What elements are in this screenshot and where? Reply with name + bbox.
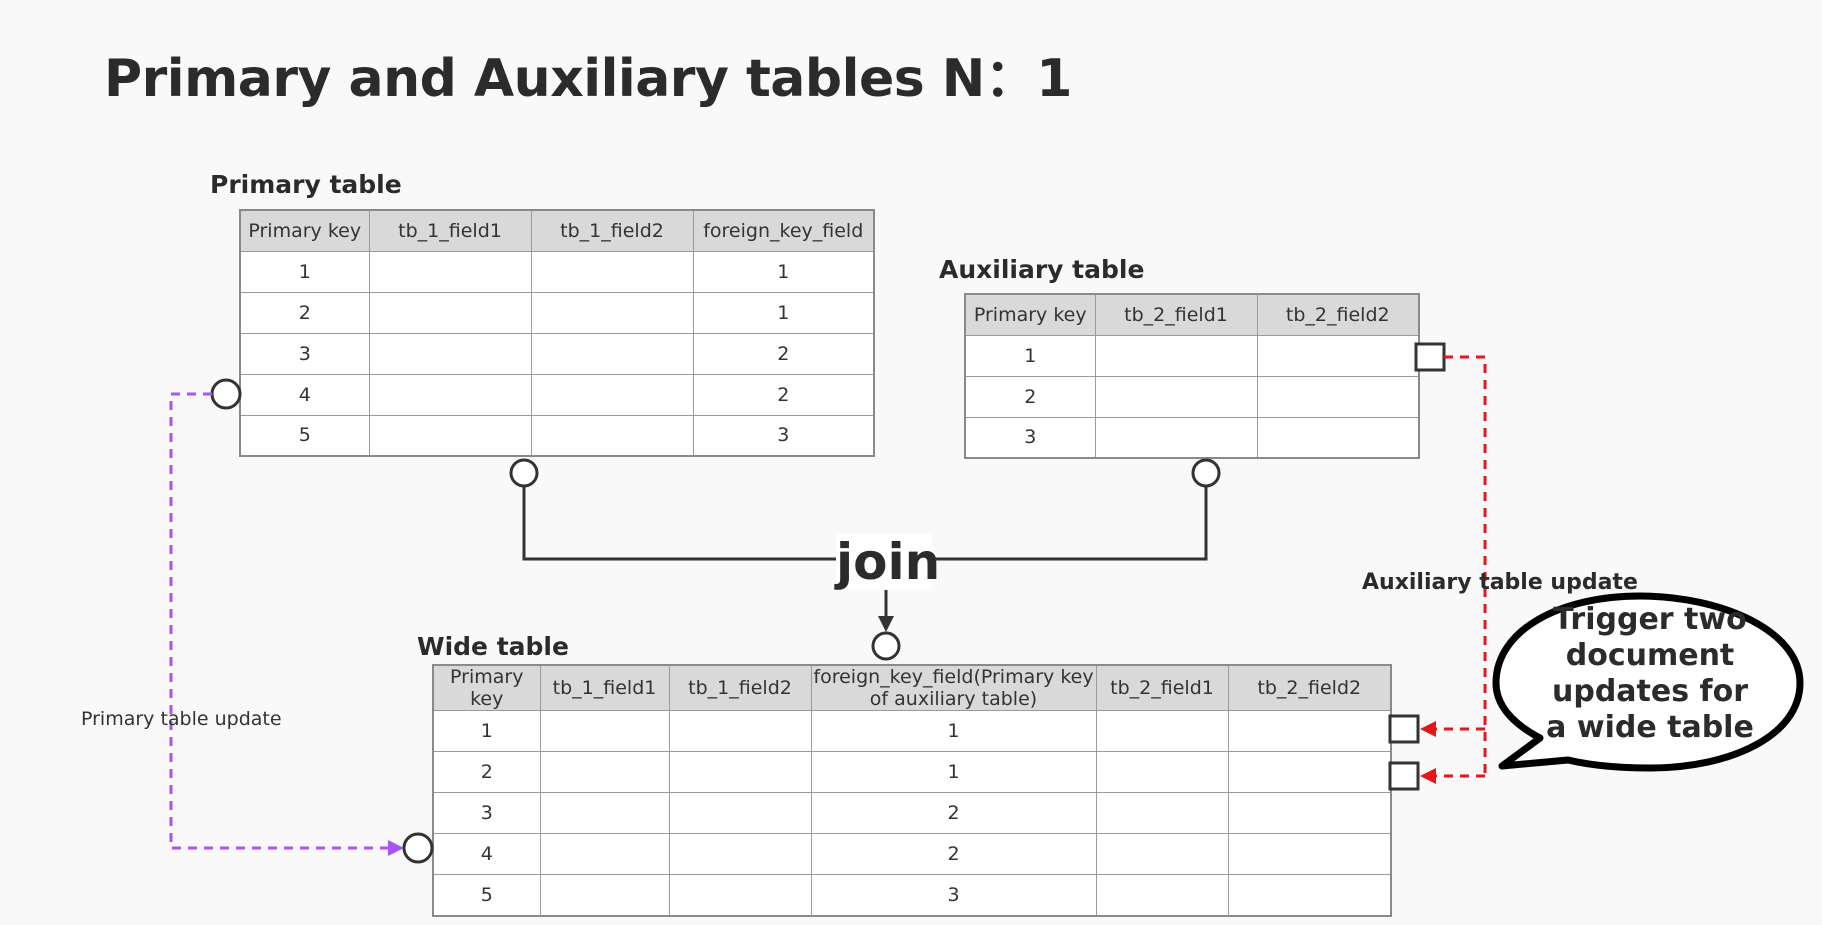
aux-update-connector (1388, 342, 1487, 791)
primary-table-label: Primary table (210, 170, 402, 199)
table-cell (368, 414, 532, 457)
auxiliary-table-label: Auxiliary table (939, 255, 1145, 284)
bubble-text: Trigger two document updates for a wide … (1546, 602, 1754, 745)
table-cell: 1 (692, 250, 875, 293)
table-cell (1227, 792, 1392, 834)
table-cell (530, 332, 694, 375)
table-cell: 5 (432, 874, 541, 916)
aux-update-label: Auxiliary table update (1362, 570, 1638, 595)
table-cell (1256, 416, 1420, 459)
auxiliary-table: Primary key tb_2_field1 tb_2_field2 1 2 … (964, 293, 1420, 459)
column-header: Primary key (964, 293, 1096, 336)
table-cell: 2 (810, 833, 1097, 875)
table-cell (1095, 710, 1229, 752)
table-cell: 3 (432, 792, 541, 834)
table-cell: 3 (239, 332, 370, 375)
column-header: tb_1_field2 (668, 664, 812, 711)
table-cell (530, 250, 694, 293)
column-header: tb_2_field1 (1094, 293, 1258, 336)
table-cell (1095, 833, 1229, 875)
table-cell (1095, 874, 1229, 916)
table-cell (1227, 833, 1392, 875)
wide-table: Primary key tb_1_field1 tb_1_field2 fore… (432, 664, 1392, 917)
table-cell (368, 332, 532, 375)
column-header: foreign_key_field(Primary key of auxilia… (810, 664, 1097, 711)
table-cell: 4 (432, 833, 541, 875)
speech-bubble (1492, 592, 1804, 772)
table-cell (539, 751, 670, 793)
primary-table: Primary key tb_1_field1 tb_1_field2 fore… (239, 209, 875, 457)
table-cell (668, 792, 812, 834)
table-cell (1094, 416, 1258, 459)
table-row: 3 (964, 416, 1420, 459)
table-cell: 2 (239, 291, 370, 334)
join-label: join (836, 533, 941, 591)
table-cell: 2 (692, 373, 875, 416)
primary-update-label: Primary table update (81, 708, 282, 730)
column-header: tb_1_field1 (539, 664, 670, 711)
table-cell (530, 414, 694, 457)
table-cell (1227, 751, 1392, 793)
table-cell: 1 (692, 291, 875, 334)
table-cell (539, 833, 670, 875)
table-cell (668, 874, 812, 916)
table-cell (539, 874, 670, 916)
column-header: Primary key (432, 664, 541, 711)
table-cell (368, 291, 532, 334)
table-cell: 1 (964, 334, 1096, 377)
table-cell (530, 291, 694, 334)
column-header: foreign_key_field (692, 209, 875, 252)
primary-update-connector (169, 378, 434, 864)
table-row: 2 (964, 375, 1420, 418)
table-cell: 3 (810, 874, 1097, 916)
table-cell (539, 792, 670, 834)
column-header: tb_2_field2 (1256, 293, 1420, 336)
table-cell (668, 751, 812, 793)
table-cell (1227, 874, 1392, 916)
table-cell (368, 250, 532, 293)
table-row: 1 (964, 334, 1420, 377)
wide-table-label: Wide table (417, 632, 569, 661)
column-header: tb_1_field2 (530, 209, 694, 252)
column-header: tb_2_field1 (1095, 664, 1229, 711)
page-title: Primary and Auxiliary tables N：1 (104, 49, 1072, 109)
table-cell: 3 (692, 414, 875, 457)
table-cell: 5 (239, 414, 370, 457)
table-cell: 3 (964, 416, 1096, 459)
